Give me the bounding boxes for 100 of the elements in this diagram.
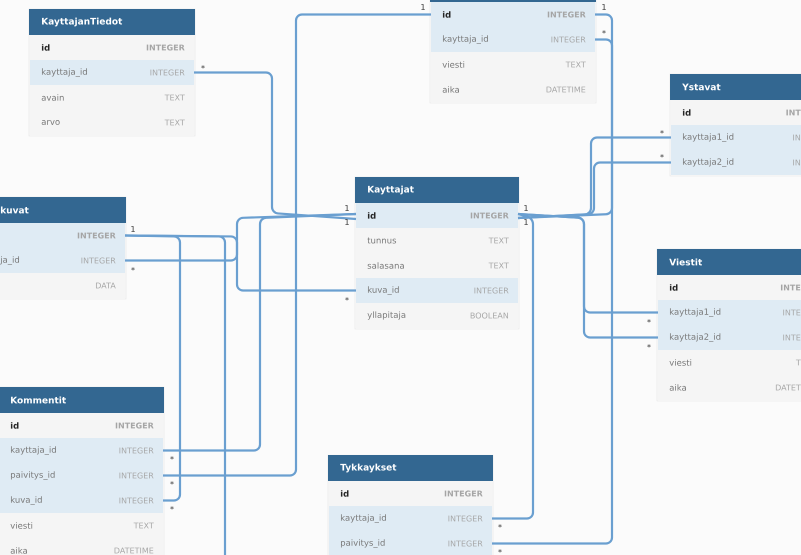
node-label: aika <box>670 384 686 391</box>
table-row: id INTEGER <box>30 35 194 60</box>
node-label: kayttaja_id <box>442 35 488 44</box>
node-label: viesti <box>10 522 32 529</box>
node-label: kayttaja2_id <box>670 333 720 342</box>
node-label: paivitys_id <box>10 471 55 480</box>
node-label: INTEGER <box>448 540 483 547</box>
node-label: INTEGER <box>81 257 116 264</box>
cardinality-label: * <box>170 456 174 460</box>
relationship-line <box>518 212 658 339</box>
cardinality-label: * <box>131 267 135 271</box>
table-row: DATA <box>0 273 125 298</box>
node-label: TEXT <box>134 522 154 528</box>
table-row: kayttaja_id INTEGER <box>30 60 194 85</box>
table-row: id INTEGER <box>356 203 518 228</box>
cardinality-label: 1 <box>421 4 425 10</box>
node-label: paivitys_id <box>340 539 385 548</box>
table-row: salasana TEXT <box>356 253 518 278</box>
node-label: kayttaja2_id <box>682 158 734 167</box>
table-row: tunnus TEXT <box>356 228 518 253</box>
cardinality-label: * <box>602 30 606 34</box>
node-label: avain <box>42 94 64 101</box>
node-label: salasana <box>368 262 404 269</box>
node-label: aika <box>10 547 27 554</box>
table-row: INTEGER <box>0 223 125 248</box>
node-label: INTEGER <box>551 36 586 43</box>
cardinality-label: 1 <box>524 219 528 225</box>
table-row: kuva_id INTEGER <box>0 488 163 513</box>
cardinality-label: * <box>345 297 349 301</box>
cardinality-label: * <box>201 65 205 69</box>
relationship-line <box>518 161 671 220</box>
node-label: INTEGER <box>78 232 116 239</box>
node-label: kayttaja1_id <box>670 308 720 317</box>
cardinality-label: * <box>170 481 174 485</box>
node-label: aika <box>442 86 459 93</box>
table-row: aika DATETIME <box>431 77 595 102</box>
cardinality-label: 1 <box>524 205 528 211</box>
table-row: paivitys_id INTEGER <box>0 463 163 488</box>
node-label: INTE <box>783 310 800 316</box>
cardinality-label: 1 <box>131 226 135 232</box>
node-label: kayttaja_id <box>340 514 386 523</box>
cardinality-label: * <box>498 524 502 528</box>
node-label: kuva_id <box>10 496 42 505</box>
node-label: ja_id <box>0 256 20 265</box>
node-label: T <box>796 360 801 366</box>
table-row: yllapitaja BOOLEAN <box>356 303 518 328</box>
node-label: INTEGER <box>448 515 483 522</box>
node-label: INTEGER <box>119 497 154 504</box>
node-label: id <box>442 11 450 18</box>
table-row: aika DATETIME <box>0 538 163 555</box>
relationship-line <box>518 136 671 220</box>
table-row: arvo TEXT <box>30 110 194 135</box>
table-row: kayttaja2_id IN <box>671 150 801 175</box>
table-row: paivitys_id INTEGER <box>329 531 492 555</box>
table-row: viesti TEXT <box>0 513 163 538</box>
node-label: DATETIME <box>546 86 586 92</box>
node-label: TEXT <box>488 262 509 268</box>
relationship-line <box>194 71 356 220</box>
node-label: TEXT <box>488 238 509 244</box>
node-label: TEXT <box>566 62 586 68</box>
relationship-line <box>163 13 431 477</box>
node-label: arvo <box>42 120 60 125</box>
table-row: avain TEXT <box>30 85 194 110</box>
table-row: kayttaja_id INTEGER <box>329 506 492 531</box>
cardinality-label: * <box>647 344 651 348</box>
node-label: kayttaja_id <box>10 446 56 455</box>
node-label: INTEGER <box>548 11 586 18</box>
node-label: viesti <box>669 359 692 366</box>
relationship-line <box>125 234 226 555</box>
table-row: kayttaja_id INTEGER <box>431 27 595 52</box>
table-row: id INTEGER <box>329 481 492 506</box>
node-label: IN <box>793 134 800 140</box>
cardinality-label: * <box>498 549 502 553</box>
node-label: DATETIME <box>114 548 154 554</box>
table-row: id INT <box>671 100 801 125</box>
cardinality-label: 1 <box>345 219 349 225</box>
node-label: INTE <box>783 334 800 340</box>
table-row: id INTEGER <box>0 413 163 438</box>
table-row: ja_id INTEGER <box>0 248 125 273</box>
table-row: aika DATET <box>658 375 801 400</box>
cardinality-label: 1 <box>602 4 606 10</box>
cardinality-label: * <box>647 319 651 323</box>
table-row: kuva_id INTEGER <box>356 278 518 303</box>
node-label: kayttaja1_id <box>682 133 734 142</box>
node-label: DATET <box>776 384 801 390</box>
cardinality-label: * <box>660 130 664 134</box>
node-label: IN <box>793 160 800 166</box>
table-row: kayttaja1_id IN <box>671 125 801 150</box>
node-label: TEXT <box>164 94 185 100</box>
cardinality-label: 1 <box>345 205 349 211</box>
table-row: kayttaja1_id INTE <box>658 300 801 325</box>
table-row: id INTEGER <box>431 2 595 27</box>
table-row: viesti TEXT <box>431 52 595 77</box>
table-row: viesti T <box>658 350 801 375</box>
relationship-line <box>492 212 534 520</box>
node-label: TEXT <box>164 120 185 126</box>
table-row: kayttaja_id INTEGER <box>0 438 163 463</box>
cardinality-label: * <box>660 154 664 158</box>
table-row: id INTE <box>658 275 801 300</box>
table-row: kayttaja2_id INTE <box>658 325 801 350</box>
